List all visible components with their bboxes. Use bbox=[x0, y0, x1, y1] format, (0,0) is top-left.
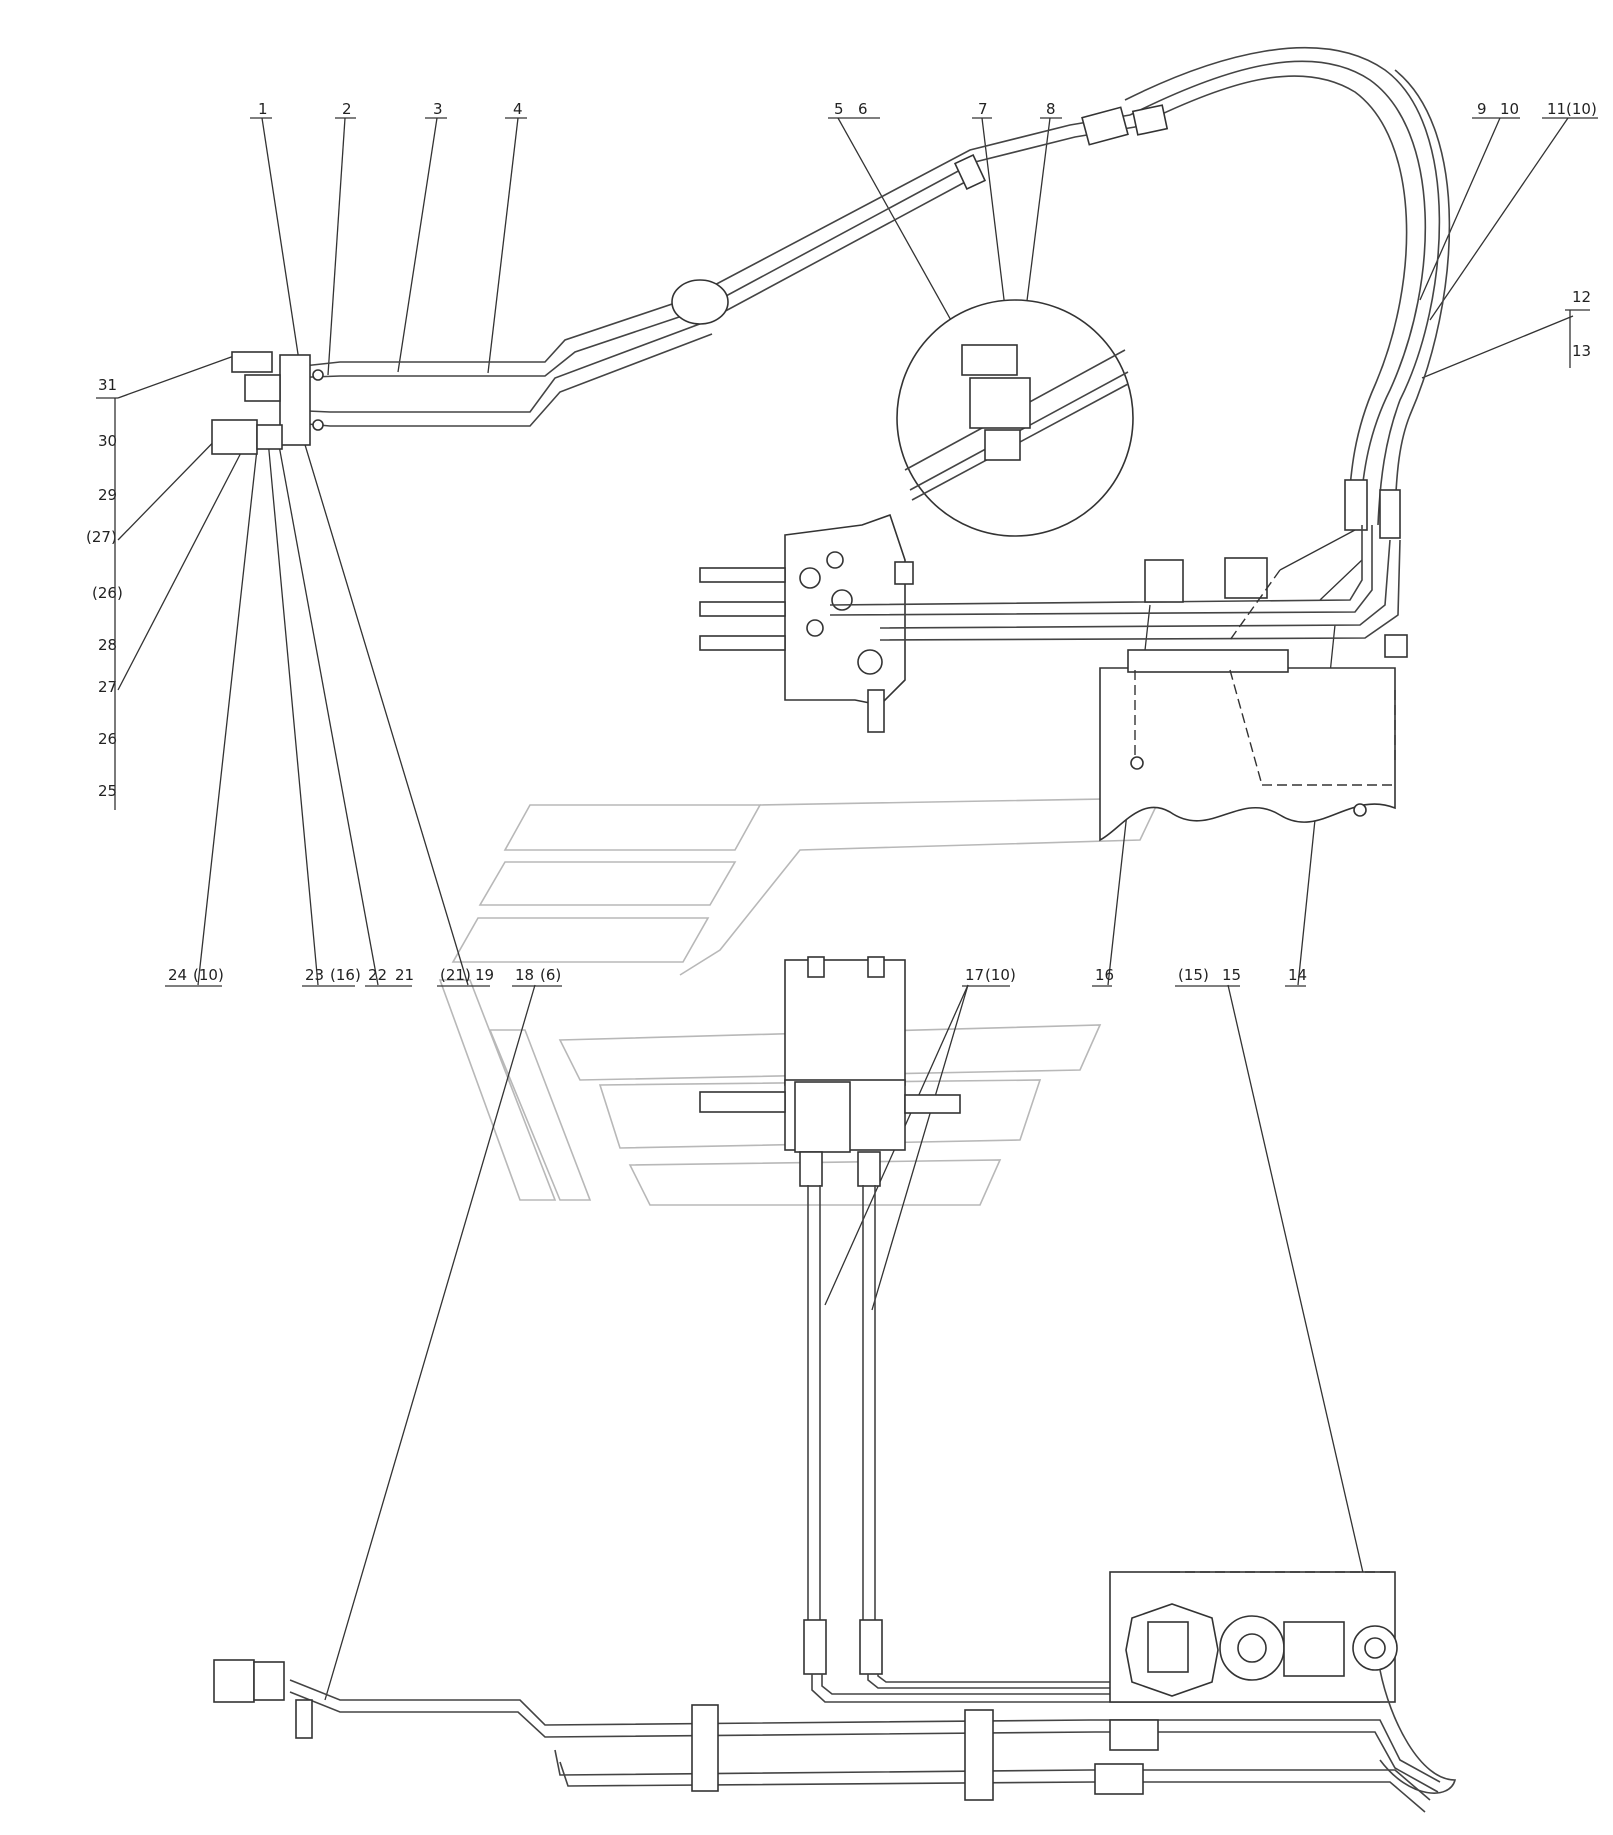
callout-11: 11 bbox=[1547, 100, 1566, 118]
callout-18: 18 bbox=[515, 966, 534, 984]
callout-21: 21 bbox=[395, 966, 414, 984]
left-junction-block bbox=[211, 351, 324, 455]
callout-13: 13 bbox=[1572, 342, 1591, 360]
callout-9: 9 bbox=[1477, 100, 1487, 118]
callout-27-ref: (27) bbox=[86, 528, 117, 546]
callout-21-ref: (21) bbox=[440, 966, 471, 984]
frame-section bbox=[1099, 569, 1396, 842]
callout-6-ref: (6) bbox=[540, 966, 561, 984]
callout-16-ref: (16) bbox=[330, 966, 361, 984]
callout-8: 8 bbox=[1046, 100, 1056, 118]
callout-12: 12 bbox=[1572, 288, 1591, 306]
callout-24: 24 bbox=[168, 966, 187, 984]
callout-26-ref: (26) bbox=[92, 584, 123, 602]
callout-14: 14 bbox=[1288, 966, 1307, 984]
upper-pipe-run bbox=[284, 46, 1451, 526]
leader-lines bbox=[117, 117, 1574, 1701]
detail-circle bbox=[896, 299, 1134, 537]
callout-28: 28 bbox=[98, 636, 117, 654]
lower-pipe-run bbox=[213, 1659, 1441, 1813]
callout-19: 19 bbox=[475, 966, 494, 984]
callout-15: 15 bbox=[1222, 966, 1241, 984]
watermark-logo bbox=[438, 797, 1162, 1206]
callout-17: 17 bbox=[965, 966, 984, 984]
callout-22: 22 bbox=[368, 966, 387, 984]
pipe-fittings-upper bbox=[671, 104, 1401, 539]
callout-31: 31 bbox=[98, 376, 117, 394]
callout-25: 25 bbox=[98, 782, 117, 800]
callout-10-ref-b: (10) bbox=[193, 966, 224, 984]
pump-assembly bbox=[1109, 1571, 1457, 1794]
callout-16: 16 bbox=[1095, 966, 1114, 984]
callout-5: 5 bbox=[834, 100, 844, 118]
callout-30: 30 bbox=[98, 432, 117, 450]
callout-4: 4 bbox=[513, 100, 523, 118]
callout-1: 1 bbox=[258, 100, 268, 118]
callout-27: 27 bbox=[98, 678, 117, 696]
callout-10-ref-c: (10) bbox=[985, 966, 1016, 984]
callout-6: 6 bbox=[858, 100, 868, 118]
callout-10: 10 bbox=[1500, 100, 1519, 118]
callout-3: 3 bbox=[433, 100, 443, 118]
callout-10-ref: (10) bbox=[1566, 100, 1597, 118]
multi-way-valve bbox=[699, 513, 914, 733]
middle-pipe-run bbox=[829, 525, 1408, 658]
callout-26: 26 bbox=[98, 730, 117, 748]
vertical-hoses bbox=[803, 1185, 1380, 1703]
callout-15-ref: (15) bbox=[1178, 966, 1209, 984]
callout-29: 29 bbox=[98, 486, 117, 504]
callout-7: 7 bbox=[978, 100, 988, 118]
callout-2: 2 bbox=[342, 100, 352, 118]
callout-23: 23 bbox=[305, 966, 324, 984]
lower-valve bbox=[699, 956, 961, 1187]
callout-labels: 1 2 3 4 5 6 7 8 9 10 11 (10) 12 13 31 30… bbox=[86, 100, 1598, 987]
